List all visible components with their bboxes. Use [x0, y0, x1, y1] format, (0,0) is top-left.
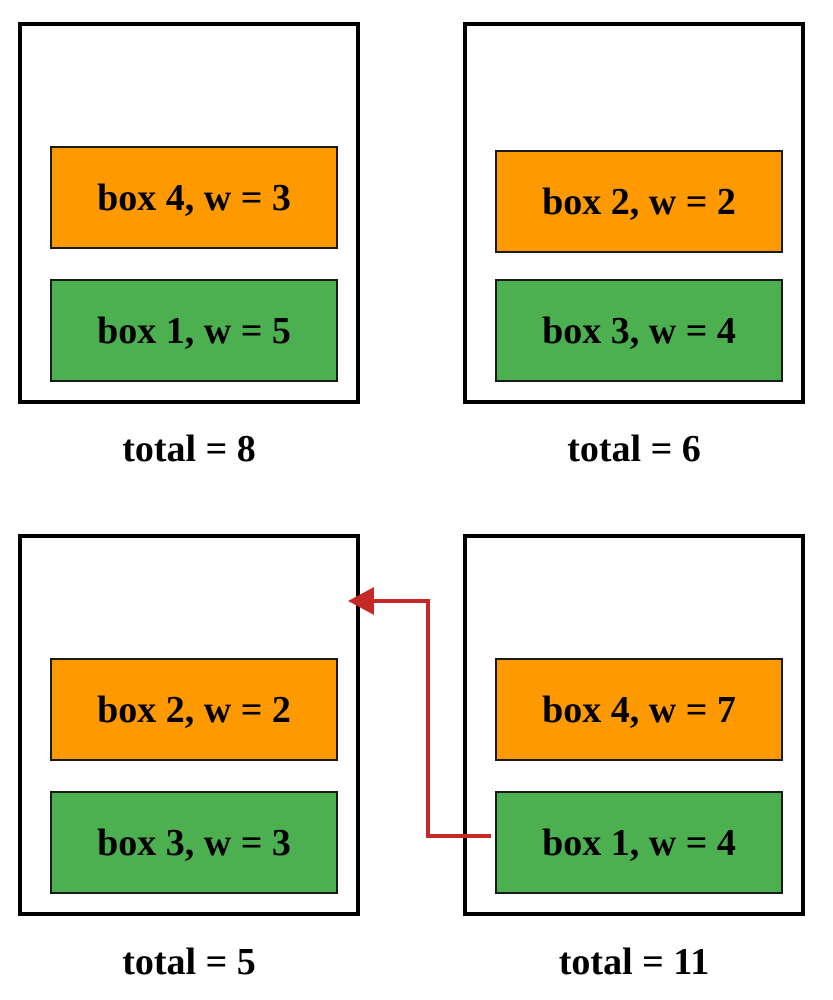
- box-bottom-3: box 3, w = 3: [50, 791, 338, 894]
- container-1: box 4, w = 3 box 1, w = 5: [18, 22, 360, 404]
- box-bottom-4: box 1, w = 4: [495, 791, 783, 894]
- box-bottom-2: box 3, w = 4: [495, 279, 783, 382]
- box-top-2: box 2, w = 2: [495, 150, 783, 253]
- total-label-4: total = 11: [558, 941, 710, 983]
- container-4: box 4, w = 7 box 1, w = 4: [463, 534, 805, 916]
- box-bottom-1: box 1, w = 5: [50, 279, 338, 382]
- total-label-1: total = 8: [122, 428, 256, 470]
- box-top-4: box 4, w = 7: [495, 658, 783, 761]
- box-top-3: box 2, w = 2: [50, 658, 338, 761]
- total-label-3: total = 5: [122, 941, 256, 983]
- box-top-1: box 4, w = 3: [50, 146, 338, 249]
- container-2: box 2, w = 2 box 3, w = 4: [463, 22, 805, 404]
- total-label-2: total = 6: [567, 428, 701, 470]
- container-3: box 2, w = 2 box 3, w = 3: [18, 534, 360, 916]
